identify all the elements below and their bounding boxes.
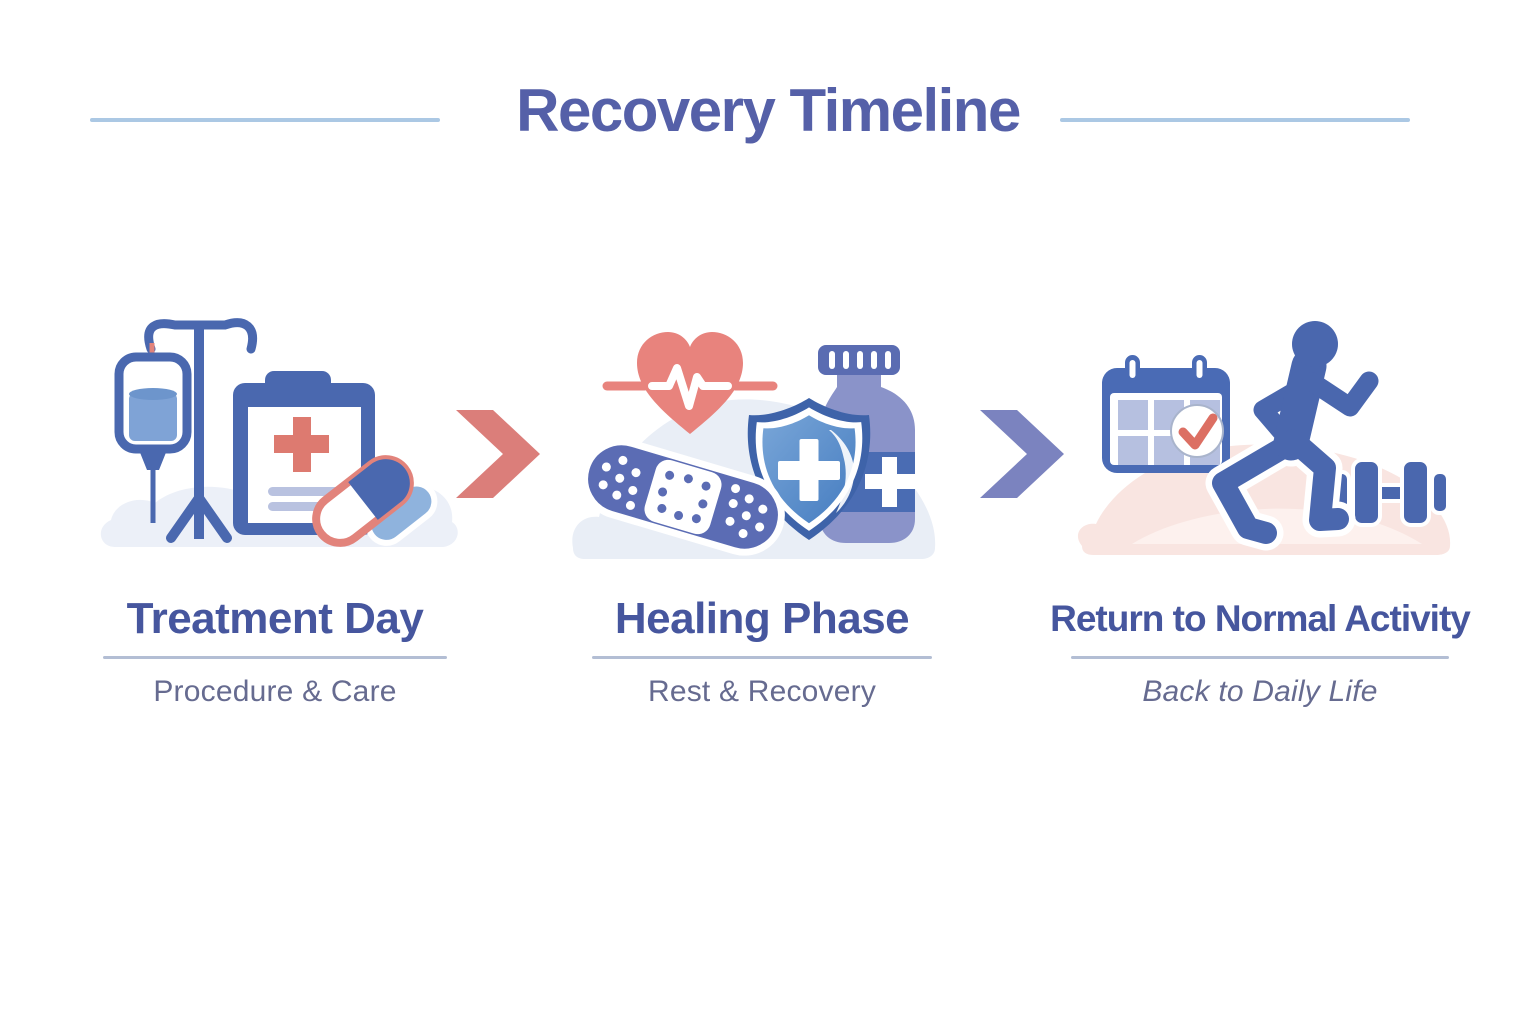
stage-treatment-day-labels: Treatment Day Procedure & Care xyxy=(85,594,465,709)
stage-divider xyxy=(592,656,932,659)
stage-healing-phase-labels: Healing Phase Rest & Recovery xyxy=(572,594,952,709)
stage-healing-phase-illustration xyxy=(572,332,936,559)
stage-subtitle: Back to Daily Life xyxy=(1142,675,1378,708)
stage-divider xyxy=(1071,656,1449,659)
stage-treatment-day-illustration xyxy=(100,318,458,547)
stage-heading: Treatment Day xyxy=(126,594,424,643)
dumbbell-icon xyxy=(1331,458,1450,527)
stage-subtitle: Procedure & Care xyxy=(153,675,397,708)
calendar-check-icon xyxy=(1102,355,1230,473)
title-left-line xyxy=(90,118,440,122)
title-right-line xyxy=(1060,118,1410,122)
arrow-treatment-to-healing xyxy=(456,410,540,498)
running-person-icon xyxy=(1205,314,1385,551)
stage-return-to-activity-labels: Return to Normal Activity Back to Daily … xyxy=(1034,594,1486,709)
stage-divider xyxy=(103,656,447,659)
heartbeat-icon xyxy=(602,332,778,434)
iv-drip-icon xyxy=(114,318,257,543)
stage-heading: Healing Phase xyxy=(614,594,910,643)
clipboard-medical-icon xyxy=(233,371,375,535)
stage-return-to-activity-illustration xyxy=(1077,314,1451,555)
page-title: Recovery Timeline xyxy=(516,77,1021,144)
arrow-healing-to-activity xyxy=(980,410,1064,498)
stage-heading: Return to Normal Activity xyxy=(1050,598,1471,639)
stage-subtitle: Rest & Recovery xyxy=(647,675,877,708)
bandage-icon xyxy=(581,438,785,556)
